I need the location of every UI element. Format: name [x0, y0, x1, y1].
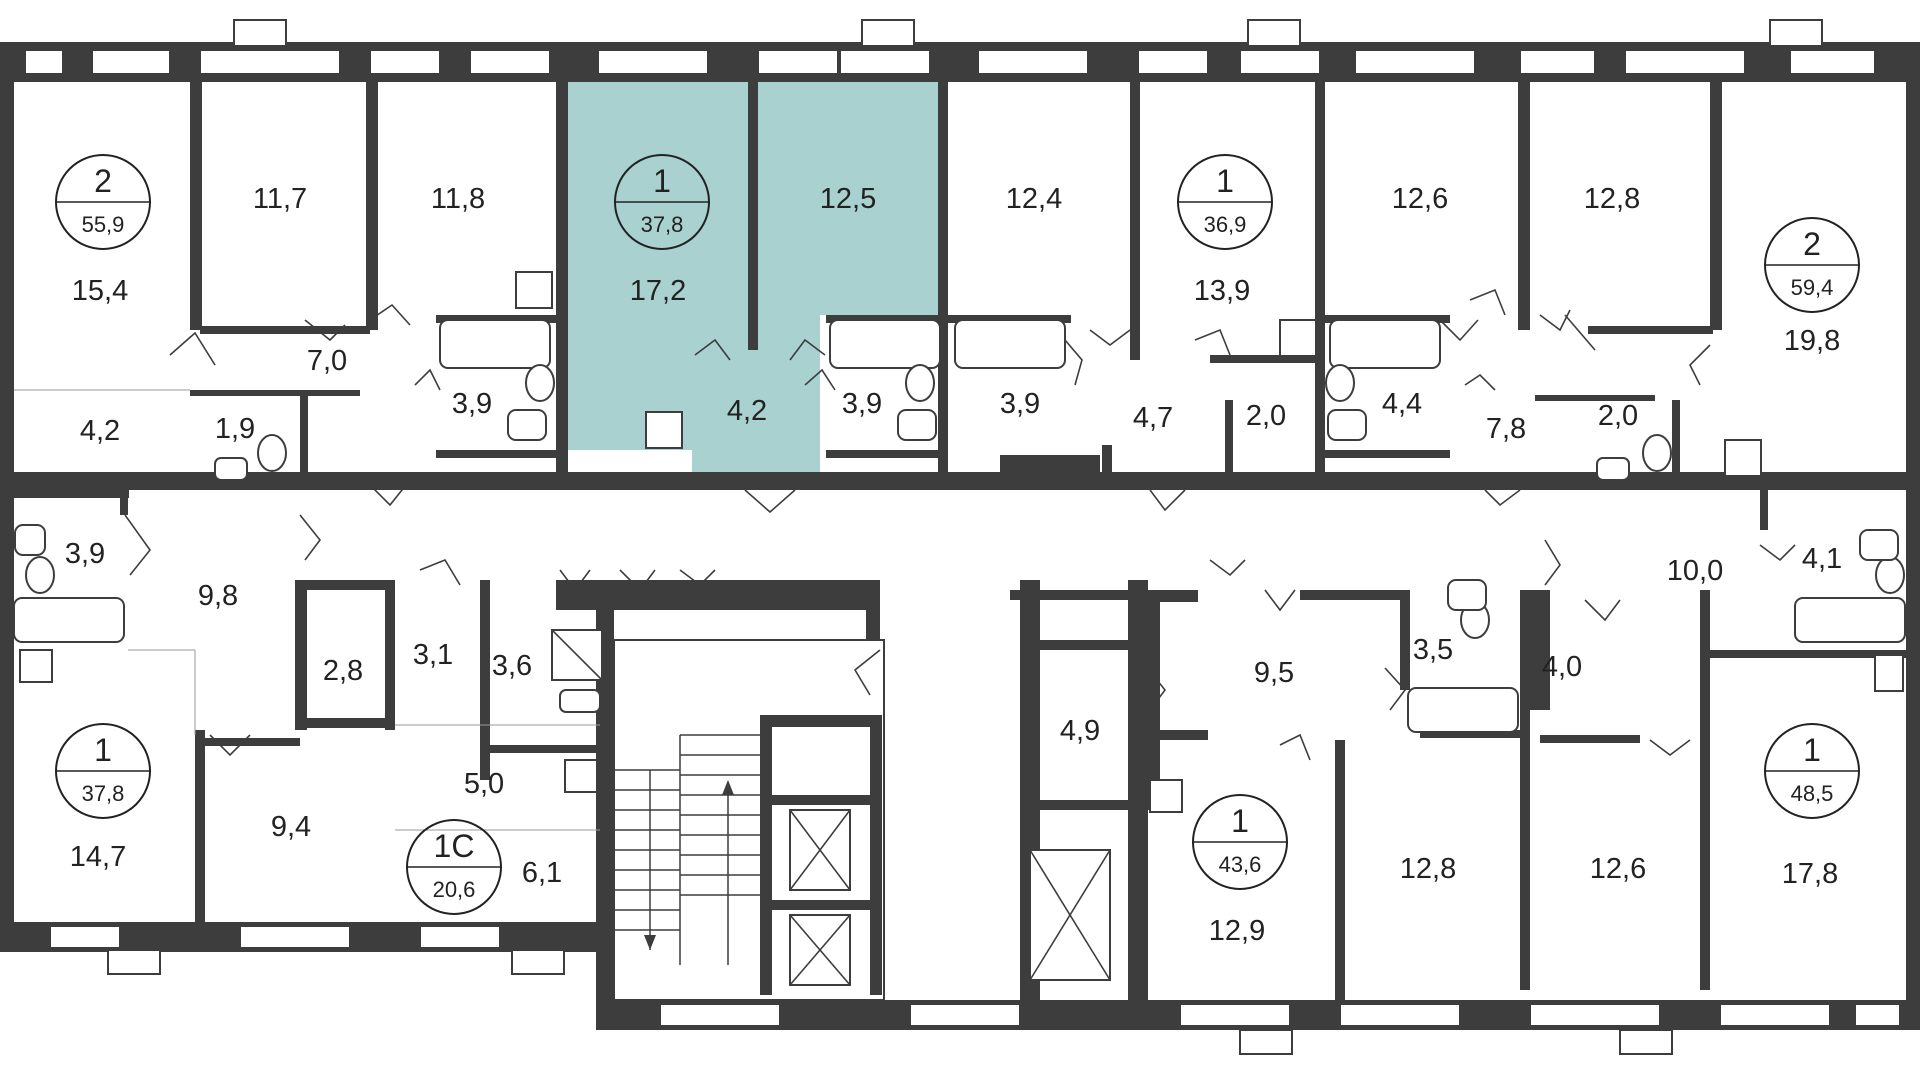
badge-area: 43,6	[1219, 852, 1262, 877]
interior-walls-upper	[190, 80, 1722, 480]
apartment-badge[interactable]: 1 43,6	[1192, 794, 1288, 890]
room-area: 14,7	[70, 841, 126, 873]
room-area: 2,0	[1598, 400, 1638, 432]
room-area: 4,4	[1382, 388, 1422, 420]
badge-rooms: 2	[1803, 226, 1821, 262]
badge-area: 48,5	[1791, 781, 1834, 806]
room-area: 17,2	[630, 275, 686, 307]
interior-walls-lower	[14, 490, 1906, 1000]
room-area: 2,0	[1246, 400, 1286, 432]
badge-rooms: 2	[94, 163, 112, 199]
room-area: 12,9	[1209, 915, 1265, 947]
room-area: 9,8	[198, 580, 238, 612]
room-area: 4,7	[1133, 402, 1173, 434]
room-area: 15,4	[72, 275, 128, 307]
badge-rooms: 1	[1803, 732, 1821, 768]
room-area: 11,8	[431, 183, 485, 215]
room-area: 9,5	[1254, 657, 1294, 689]
badge-area: 36,9	[1204, 212, 1247, 237]
room-area: 1,9	[215, 413, 255, 445]
room-area: 7,8	[1486, 413, 1526, 445]
thin-partitions	[14, 389, 600, 831]
room-area: 6,1	[522, 857, 562, 889]
badge-area: 37,8	[82, 781, 125, 806]
plumbing-fixtures	[13, 271, 1906, 813]
room-area-labels: 11,7 11,8 12,5 12,4 12,6 12,8 15,4 17,2 …	[65, 183, 1842, 947]
room-area: 12,6	[1392, 183, 1448, 215]
room-area: 12,8	[1584, 183, 1640, 215]
apartment-badge[interactable]: 2 59,4	[1764, 217, 1860, 313]
room-area: 3,9	[1000, 388, 1040, 420]
room-area: 9,4	[271, 811, 311, 843]
windows-top	[24, 19, 1876, 75]
badge-rooms: 1С	[434, 828, 475, 864]
room-area: 17,8	[1782, 858, 1838, 890]
apartment-badge[interactable]: 1 37,8	[614, 154, 710, 250]
room-area: 10,0	[1667, 555, 1723, 587]
room-area: 4,1	[1802, 543, 1842, 575]
room-area: 4,2	[727, 395, 767, 427]
room-area: 3,9	[452, 388, 492, 420]
room-area: 12,5	[820, 183, 876, 215]
badge-area: 55,9	[82, 212, 125, 237]
room-area: 4,0	[1542, 651, 1582, 683]
apartment-badge[interactable]: 1 37,8	[55, 723, 151, 819]
badge-rooms: 1	[1231, 803, 1249, 839]
apartment-badge[interactable]: 1 36,9	[1177, 154, 1273, 250]
room-area: 3,6	[492, 650, 532, 682]
badge-area: 37,8	[641, 212, 684, 237]
badge-rooms: 1	[1216, 163, 1234, 199]
room-area: 3,9	[65, 538, 105, 570]
badge-rooms: 1	[653, 163, 671, 199]
apartment-badge[interactable]: 1 48,5	[1764, 723, 1860, 819]
room-area: 13,9	[1194, 275, 1250, 307]
stairs-and-elevators	[613, 639, 1111, 1001]
room-area: 4,9	[1060, 715, 1100, 747]
room-area: 12,8	[1400, 853, 1456, 885]
room-area: 7,0	[307, 345, 347, 377]
room-area: 19,8	[1784, 325, 1840, 357]
room-area: 3,1	[413, 639, 453, 671]
room-area: 3,5	[1413, 634, 1453, 666]
room-area: 3,9	[842, 388, 882, 420]
apartment-badge[interactable]: 1С 20,6	[406, 819, 502, 915]
room-area: 5,0	[464, 768, 504, 800]
room-area: 4,2	[80, 415, 120, 447]
apartment-badge[interactable]: 2 55,9	[55, 154, 151, 250]
badge-rooms: 1	[94, 732, 112, 768]
room-area: 2,8	[323, 655, 363, 687]
room-area: 12,4	[1006, 183, 1062, 215]
badge-area: 20,6	[433, 877, 476, 902]
room-area: 11,7	[253, 183, 307, 215]
badge-area: 59,4	[1791, 275, 1834, 300]
windows-bottom	[49, 925, 1901, 1055]
room-area: 12,6	[1590, 853, 1646, 885]
door-swings	[124, 288, 1796, 761]
